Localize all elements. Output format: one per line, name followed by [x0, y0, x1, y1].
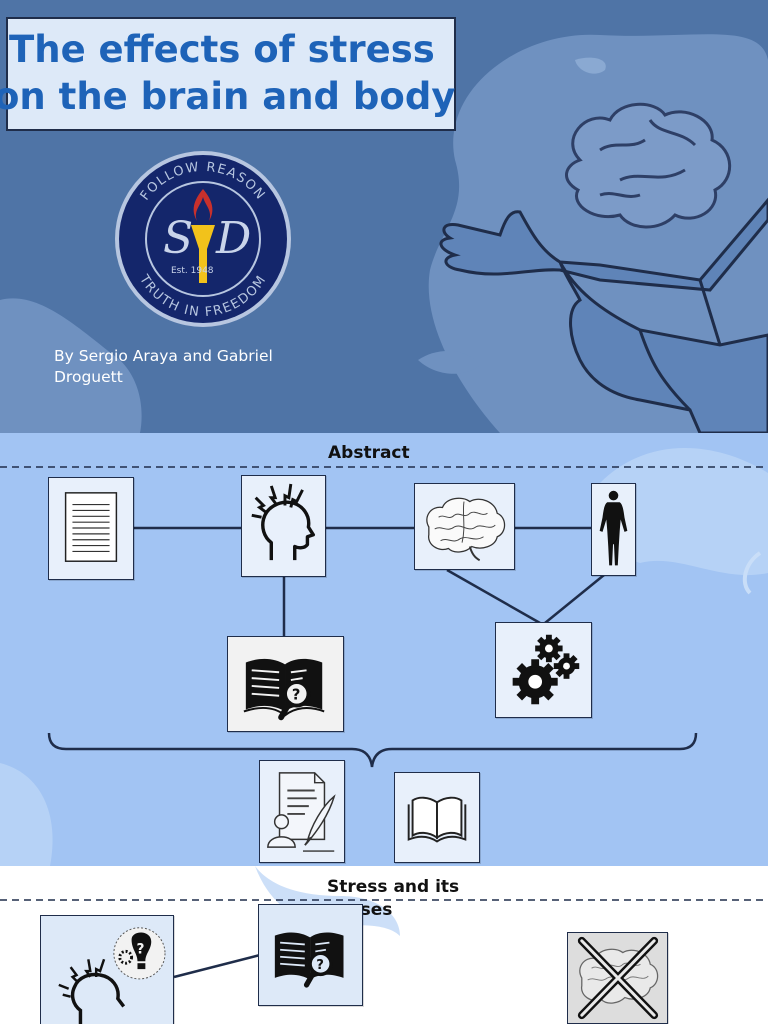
authors: By Sergio Araya and Gabriel Droguett [54, 347, 273, 386]
human-body-icon [599, 490, 628, 566]
abstract-section: Abstract [0, 433, 768, 866]
idea-head-icon: ? [58, 927, 166, 1024]
book-magnifier-icon: ? [243, 658, 325, 721]
research-paper-node [259, 760, 345, 863]
brain-illustration [565, 102, 732, 229]
causes-book-magnifier-node: ? [258, 904, 363, 1006]
human-body-node [591, 483, 636, 576]
document-icon [64, 492, 118, 562]
torch-icon [191, 189, 215, 283]
logo-initial-d: D [215, 213, 251, 264]
open-book-icon [407, 796, 467, 843]
document-node [48, 477, 134, 580]
school-logo: FOLLOW REASON TRUTH IN FREEDOM S D Est. … [115, 151, 291, 327]
causes-section: Stress and its causes ? [0, 866, 768, 1024]
idea-head-node: ? [40, 915, 174, 1024]
title-line-2: on the brain and body [0, 75, 456, 118]
brain-node [414, 483, 515, 570]
gears-node [495, 622, 592, 718]
stressed-head-icon [251, 483, 315, 561]
title-line-1: The effects of stress [9, 28, 435, 71]
crossed-brain-icon [577, 936, 659, 1020]
hands-illustration [439, 197, 768, 433]
gears-icon [512, 634, 580, 705]
research-paper-icon [267, 772, 336, 852]
crossed-brain-node [567, 932, 668, 1024]
svg-text:?: ? [292, 687, 301, 704]
abstract-heading: Abstract [328, 443, 410, 463]
stressed-head-node [241, 475, 326, 577]
logo-est: Est. 1948 [171, 266, 214, 276]
title-box [6, 17, 456, 131]
book-magnifier-icon: ? [274, 932, 344, 988]
background-illustration [0, 34, 768, 433]
title-section: The effects of stress on the brain and b… [0, 0, 768, 433]
brain-icon [426, 497, 506, 562]
logo-initial-s: S [163, 213, 193, 264]
svg-text:?: ? [137, 941, 145, 957]
abstract-background [0, 448, 768, 866]
causes-background [0, 866, 768, 979]
book-magnifier-node: ? [227, 636, 344, 732]
open-book-node [394, 772, 480, 863]
svg-text:?: ? [316, 958, 324, 973]
diagram-connectors [47, 526, 698, 768]
